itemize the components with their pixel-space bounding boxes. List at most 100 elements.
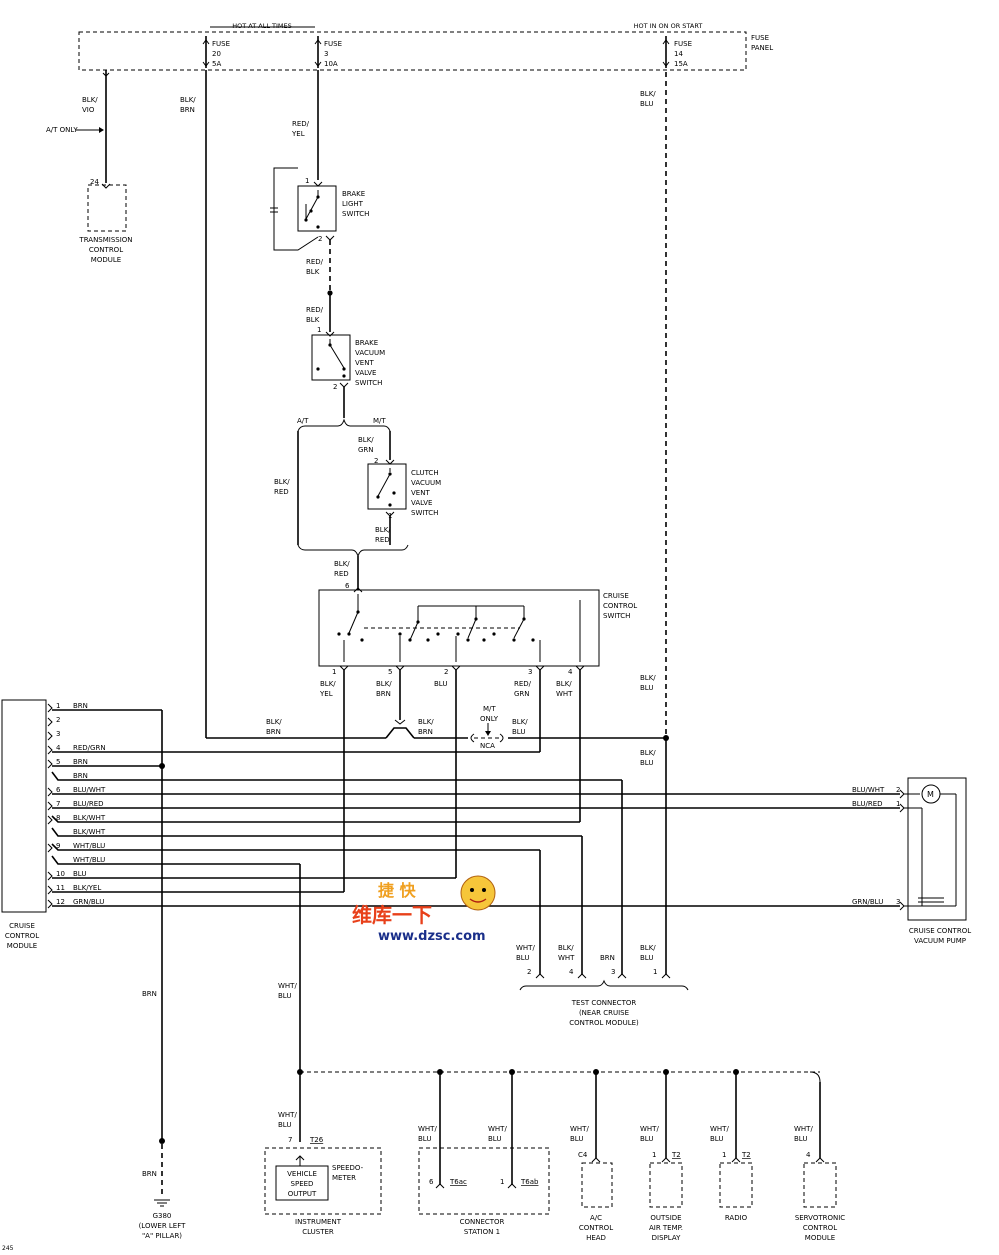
ic-wire-2: BLU bbox=[278, 1121, 291, 1129]
ic-pin: 7 bbox=[288, 1136, 292, 1144]
pump-motor-label: M bbox=[927, 790, 934, 799]
page-number: 245 bbox=[2, 1245, 14, 1252]
bls-pin-2: 2 bbox=[318, 235, 322, 243]
cruise-control-vacuum-pump: BLU/WHT BLU/RED GRN/BLU 2 1 3 M CRUISE C… bbox=[852, 777, 971, 945]
ccm-pin-6: 6 bbox=[56, 786, 61, 794]
ccs-wire-4a: BLK/ bbox=[556, 680, 572, 688]
watermark-line-1: 维库一下 bbox=[352, 903, 432, 927]
ccs-wire-3b: GRN bbox=[514, 690, 530, 698]
cs-wire-a1: WHT/ bbox=[418, 1125, 437, 1133]
ground-g380: BRN G380 (LOWER LEFT "A" PILLAR) bbox=[139, 1138, 186, 1240]
clutch-pin-2: 2 bbox=[374, 457, 378, 465]
ccs-pin-4: 4 bbox=[568, 668, 573, 676]
ccs-wire-1a: BLK/ bbox=[320, 680, 336, 688]
servo-wire-1: WHT/ bbox=[794, 1125, 813, 1133]
ground-label-3: "A" PILLAR) bbox=[142, 1232, 182, 1240]
ic-label-1: INSTRUMENT bbox=[295, 1218, 342, 1226]
blk-red-r-label-1: BLK/ bbox=[375, 526, 391, 534]
ac-label-2: CONTROL bbox=[579, 1224, 613, 1232]
tc-label-3: CONTROL MODULE) bbox=[569, 1019, 639, 1027]
red-blk-b-label-2: BLK bbox=[306, 316, 320, 324]
bvv-label-5: SWITCH bbox=[355, 379, 382, 387]
fuse-panel-label-2: PANEL bbox=[751, 44, 773, 52]
radio-wire-2: BLU bbox=[710, 1135, 723, 1143]
blk-brn-wire-label-1: BLK/ bbox=[180, 96, 196, 104]
transmission-control-module: BLK/ VIO A/T ONLY 24 TRANSMISSION CONTRO… bbox=[46, 74, 133, 264]
ccm-pin-3: 3 bbox=[56, 730, 60, 738]
watermark: 捷 快 维库一下 www.dzsc.com bbox=[352, 875, 496, 944]
brn-ground-label: BRN bbox=[142, 1170, 157, 1178]
cs-pin-b: 1 bbox=[500, 1178, 504, 1186]
ccm-wire-1: BRN bbox=[73, 702, 88, 710]
ccm-wire-12: GRN/BLU bbox=[73, 898, 104, 906]
test-connector: WHT/ BLU BLK/ WHT BRN BLK/ BLU 2 4 3 1 T… bbox=[516, 944, 689, 1027]
fuse-14-amp: 15A bbox=[674, 60, 688, 68]
pump-pin-2: 2 bbox=[896, 786, 900, 794]
tc-wire-4b: WHT bbox=[558, 954, 575, 962]
ac-label-1: A/C bbox=[590, 1214, 602, 1222]
ccm-label-2: CONTROL bbox=[5, 932, 39, 940]
tc-label-2: (NEAR CRUISE bbox=[579, 1009, 629, 1017]
watermark-mascot-icon bbox=[460, 875, 496, 911]
ccm-wire-10: BLU bbox=[73, 870, 86, 878]
cs-wire-a2: BLU bbox=[418, 1135, 431, 1143]
ccm-pin-7: 7 bbox=[56, 800, 60, 808]
bls-label-1: BRAKE bbox=[342, 190, 365, 198]
radio-conn: T2 bbox=[741, 1151, 751, 1159]
ac-wire-2: BLU bbox=[570, 1135, 583, 1143]
bls-pin-1: 1 bbox=[305, 177, 309, 185]
wht-blu-vert-label-1: WHT/ bbox=[278, 982, 297, 990]
at-only-label: A/T ONLY bbox=[46, 126, 78, 134]
blk-vio-wire-label-1: BLK/ bbox=[82, 96, 98, 104]
ccm-label-3: MODULE bbox=[7, 942, 37, 950]
ccs-pin-2: 2 bbox=[444, 668, 448, 676]
ic-speedo-1: SPEEDO- bbox=[332, 1164, 364, 1172]
ccm-wire-9: WHT/BLU bbox=[73, 842, 105, 850]
tcm-pin: 24 bbox=[90, 178, 99, 186]
ccm-pin-12: 12 bbox=[56, 898, 65, 906]
oat-wire-2: BLU bbox=[640, 1135, 653, 1143]
blk-red-sw-label-1: BLK/ bbox=[334, 560, 350, 568]
tc-pin-3: 3 bbox=[611, 968, 615, 976]
ic-conn: T26 bbox=[309, 1136, 324, 1144]
ccm-pin-11: 11 bbox=[56, 884, 65, 892]
blk-blu-low-label-1: BLK/ bbox=[640, 749, 656, 757]
pump-wire-blu-wht: BLU/WHT bbox=[852, 786, 885, 794]
pump-pin-1: 1 bbox=[896, 800, 900, 808]
fuse-3-amp: 10A bbox=[324, 60, 338, 68]
fuse-3: FUSE 3 10A bbox=[314, 36, 342, 68]
ccm-pin-row: 1 2 3 4 5 6 7 8 9 10 11 12 BRN RED/GRN B… bbox=[56, 702, 106, 906]
oat-label-2: AIR TEMP. bbox=[649, 1224, 683, 1232]
fuse-20-amp: 5A bbox=[212, 60, 221, 68]
ccm-wire-8b: BLK/WHT bbox=[73, 828, 106, 836]
bvv-label-3: VENT bbox=[355, 359, 374, 367]
ccs-wire-5a: BLK/ bbox=[376, 680, 392, 688]
tc-pin-2: 2 bbox=[527, 968, 531, 976]
ccm-harness: BRN WHT/ BLU bbox=[51, 670, 900, 1140]
tc-wire-1a: BLK/ bbox=[640, 944, 656, 952]
clutch-label-4: VALVE bbox=[411, 499, 432, 507]
mt-label: M/T bbox=[373, 417, 386, 425]
ccm-wire-6: BLU/WHT bbox=[73, 786, 106, 794]
tcm-label-1: TRANSMISSION bbox=[78, 236, 132, 244]
oat-wire-1: WHT/ bbox=[640, 1125, 659, 1133]
pump-label-1: CRUISE CONTROL bbox=[909, 927, 971, 935]
cruise-control-switch: 6 CRUISE CONTROL SWITCH bbox=[318, 582, 637, 698]
ccs-label-1: CRUISE bbox=[603, 592, 629, 600]
blk-grn-label-2: GRN bbox=[358, 446, 374, 454]
blk-blu-top-label-2: BLU bbox=[640, 100, 653, 108]
fuse-3-word: FUSE bbox=[324, 40, 342, 48]
ac-label-3: HEAD bbox=[586, 1234, 606, 1242]
wht-blu-vert-label-2: BLU bbox=[278, 992, 291, 1000]
tc-pin-1: 1 bbox=[653, 968, 657, 976]
ccs-wire-1b: YEL bbox=[319, 690, 333, 698]
instrument-cluster: WHT/ BLU 7 T26 VEHICLE SPEED OUTPUT SPEE… bbox=[264, 1111, 382, 1236]
cs-pin-a: 6 bbox=[429, 1178, 434, 1186]
fuse-panel-label-1: FUSE bbox=[751, 34, 769, 42]
ccm-pin-8: 8 bbox=[56, 814, 60, 822]
ccs-wire-4b: WHT bbox=[556, 690, 573, 698]
at-mt-split: A/T M/T BLK/ RED BLK/ GRN bbox=[274, 417, 391, 545]
fuse-20-num: 20 bbox=[212, 50, 221, 58]
tc-wire-1b: BLU bbox=[640, 954, 653, 962]
cs-label-1: CONNECTOR bbox=[460, 1218, 505, 1226]
